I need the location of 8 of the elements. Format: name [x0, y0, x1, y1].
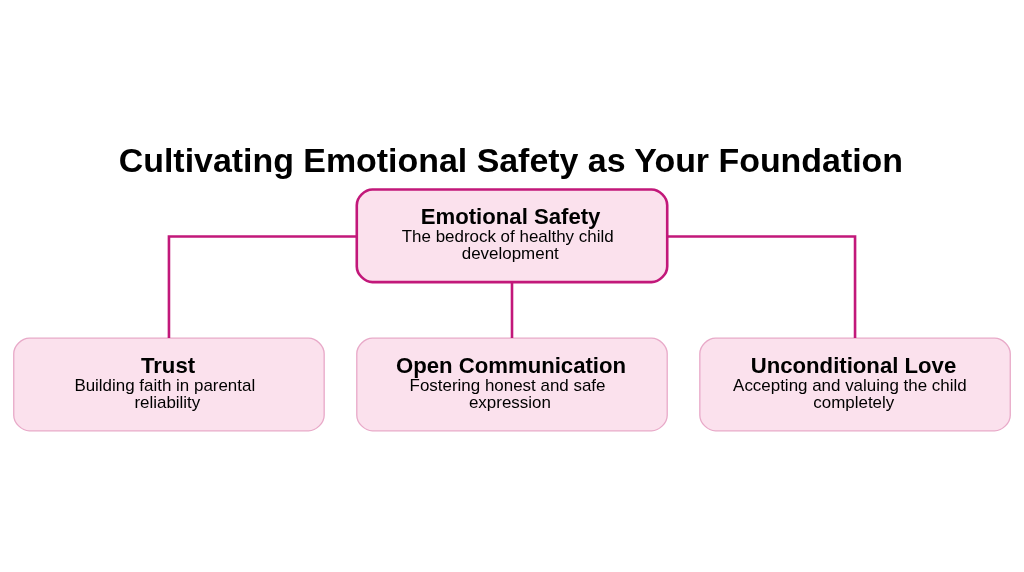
- node-box: Unconditional Love Accepting and valuing the child completely: [699, 337, 1011, 432]
- diagram-title: Cultivating Emotional Safety as Your Foundation: [118, 141, 904, 180]
- connector: [667, 235, 857, 339]
- node-box: Trust Building faith in parental reliability: [13, 337, 325, 432]
- node-box: Open Communication Fostering honest and safe expression: [356, 337, 668, 432]
- connector: [167, 235, 357, 339]
- connector: [510, 282, 514, 338]
- node-box: Emotional Safety The bedrock of healthy child development: [355, 188, 669, 284]
